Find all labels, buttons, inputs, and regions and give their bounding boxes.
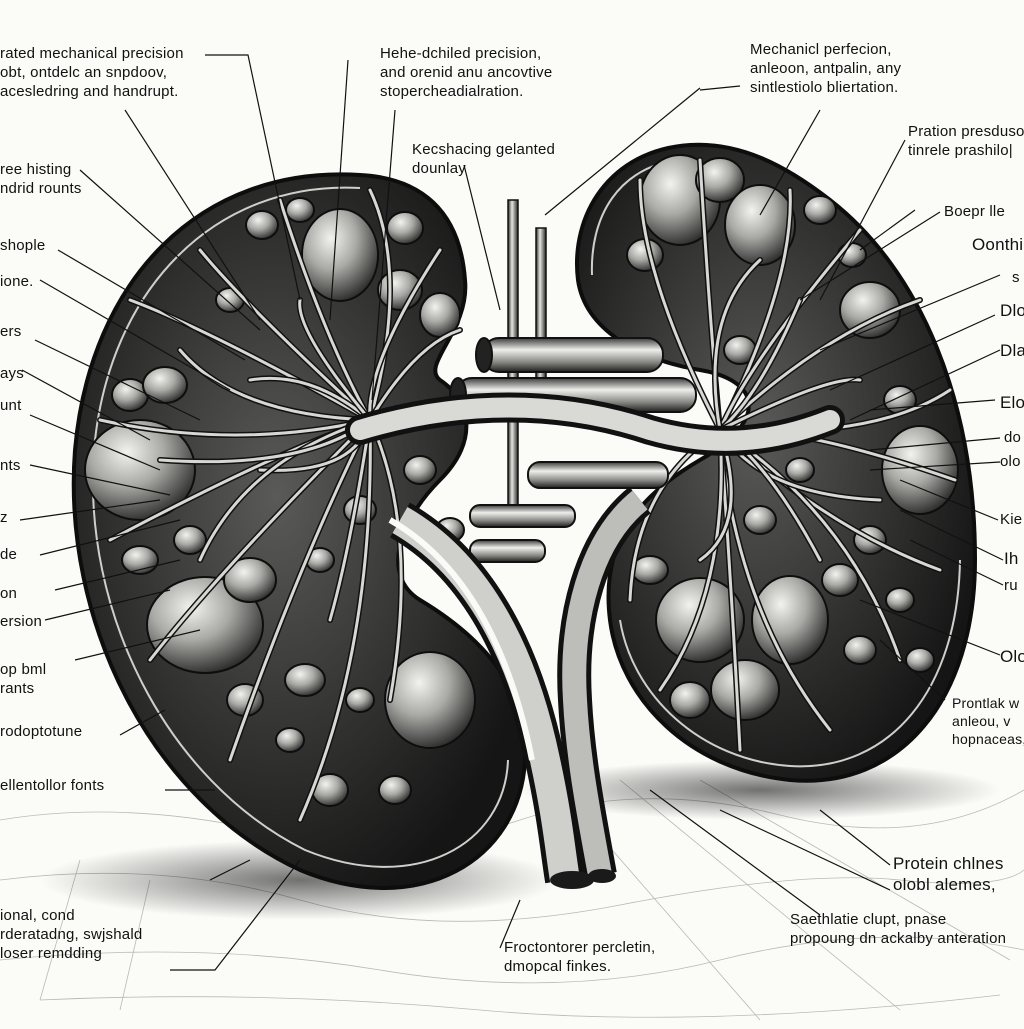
label-right-3: s	[1012, 269, 1020, 286]
vessel-fibre-highlight	[718, 228, 862, 432]
label-bottom-right: Protein chlnes olobl alemes,	[893, 854, 1004, 894]
label-left-1: ree histing ndrid rounts	[0, 161, 82, 197]
label-right-12: Olo	[1000, 647, 1024, 666]
label-left-8: z	[0, 509, 8, 526]
lobe	[803, 195, 837, 225]
label-top-left: rated mechanical precision obt, ontdelc …	[0, 45, 184, 100]
lobe	[173, 525, 207, 555]
vessel-fibre-highlight	[278, 198, 372, 422]
lobe	[301, 208, 379, 302]
lobe	[245, 210, 279, 240]
label-right-11: ru	[1004, 577, 1018, 594]
label-bottom-left: ional, cond rderatadng, swjshald loser r…	[0, 907, 143, 962]
label-top-center-2: Kecshacing gelanted dounlay	[412, 141, 556, 177]
label-left-2: shople	[0, 237, 46, 254]
label-top-right-2: Pration presduson tinrele prashilo|	[908, 123, 1024, 159]
label-right-4: Dlo	[1000, 301, 1024, 320]
lobe	[905, 647, 935, 673]
label-right-9: Kie	[1000, 511, 1023, 528]
ureter-tubes	[388, 486, 652, 889]
lobe	[724, 184, 796, 266]
label-right-5: Dla	[1000, 341, 1024, 360]
label-right-8: olo	[1000, 453, 1021, 470]
vessel-fibre-highlight	[368, 328, 462, 422]
label-left-9: de	[0, 546, 18, 563]
vessel-fibre-highlight	[298, 418, 372, 822]
lobe	[843, 635, 877, 665]
leader-lines	[19, 54, 1004, 971]
lobe	[821, 563, 859, 597]
vessel-fibre-highlight	[228, 418, 372, 762]
lobe	[710, 659, 780, 721]
label-left-13: rodoptotune	[0, 723, 83, 740]
label-top-right: Mechanicl perfecion, anleoon, antpalin, …	[750, 41, 902, 96]
lobe	[885, 587, 915, 613]
lobe	[285, 197, 315, 223]
label-top-center: Hehe-dchiled precision, and orenid anu a…	[380, 45, 553, 100]
lobe	[384, 651, 476, 749]
lobe	[223, 557, 277, 603]
vessel-fibre-highlight	[368, 418, 403, 702]
lobe	[146, 576, 264, 674]
lobe	[751, 575, 829, 665]
lobe	[142, 366, 188, 404]
lobe	[403, 455, 437, 485]
label-left-10: on	[0, 585, 18, 602]
label-left-3: ione.	[0, 273, 34, 290]
label-right-2: Oonthic	[972, 235, 1024, 254]
label-left-11: ersion	[0, 613, 43, 630]
label-right-1: Boepr lle	[944, 203, 1006, 220]
lobe	[378, 775, 412, 805]
vessel-fibre-highlight	[198, 418, 372, 562]
vessel-fibre-highlight	[198, 248, 372, 422]
lobe	[743, 505, 777, 535]
lobe	[284, 663, 326, 697]
central-vessels	[345, 337, 845, 563]
lobe	[386, 211, 424, 245]
vessel-fibre-highlight	[368, 248, 442, 422]
lobe	[695, 157, 745, 203]
label-left-4: ers	[0, 323, 22, 340]
vessel-fibre-highlight	[98, 418, 372, 437]
label-left-6: unt	[0, 397, 22, 414]
lobe	[275, 727, 305, 753]
lobe	[655, 577, 745, 663]
label-left-12: op bml rants	[0, 661, 47, 697]
label-right-7: do	[1004, 429, 1022, 446]
vessel-fibre-highlight	[248, 376, 372, 422]
vessel-fibre-highlight	[328, 418, 372, 622]
lobe	[669, 681, 711, 719]
vessel-fibre-highlight	[368, 188, 392, 422]
vessel-fibre-highlight	[638, 178, 722, 432]
label-right-6: Elo	[1000, 393, 1024, 412]
label-left-14: ellentollor fonts	[0, 777, 105, 794]
label-right-10: Ih	[1004, 549, 1019, 568]
label-left-5: ays	[0, 365, 24, 382]
lobe	[785, 457, 815, 483]
vessel-fibre-highlight	[298, 298, 372, 422]
vessel-fibre-highlight	[128, 298, 372, 422]
label-right-13: Prontlak w anleou, v hopnaceas, v	[952, 695, 1024, 747]
label-left-7: nts	[0, 457, 21, 474]
label-bottom-right-2: Saethlatie clupt, pnase propoung dn acka…	[790, 911, 1007, 947]
vessel-fibre-highlight	[178, 348, 372, 422]
label-bottom-center: Froctontorer percletin, dmopcal finkes.	[504, 939, 656, 975]
vessel-fibre-highlight	[713, 258, 762, 432]
vessel-fibre-highlight	[718, 298, 802, 432]
vessel-fibre-highlight	[658, 428, 723, 692]
lobe	[345, 687, 375, 713]
